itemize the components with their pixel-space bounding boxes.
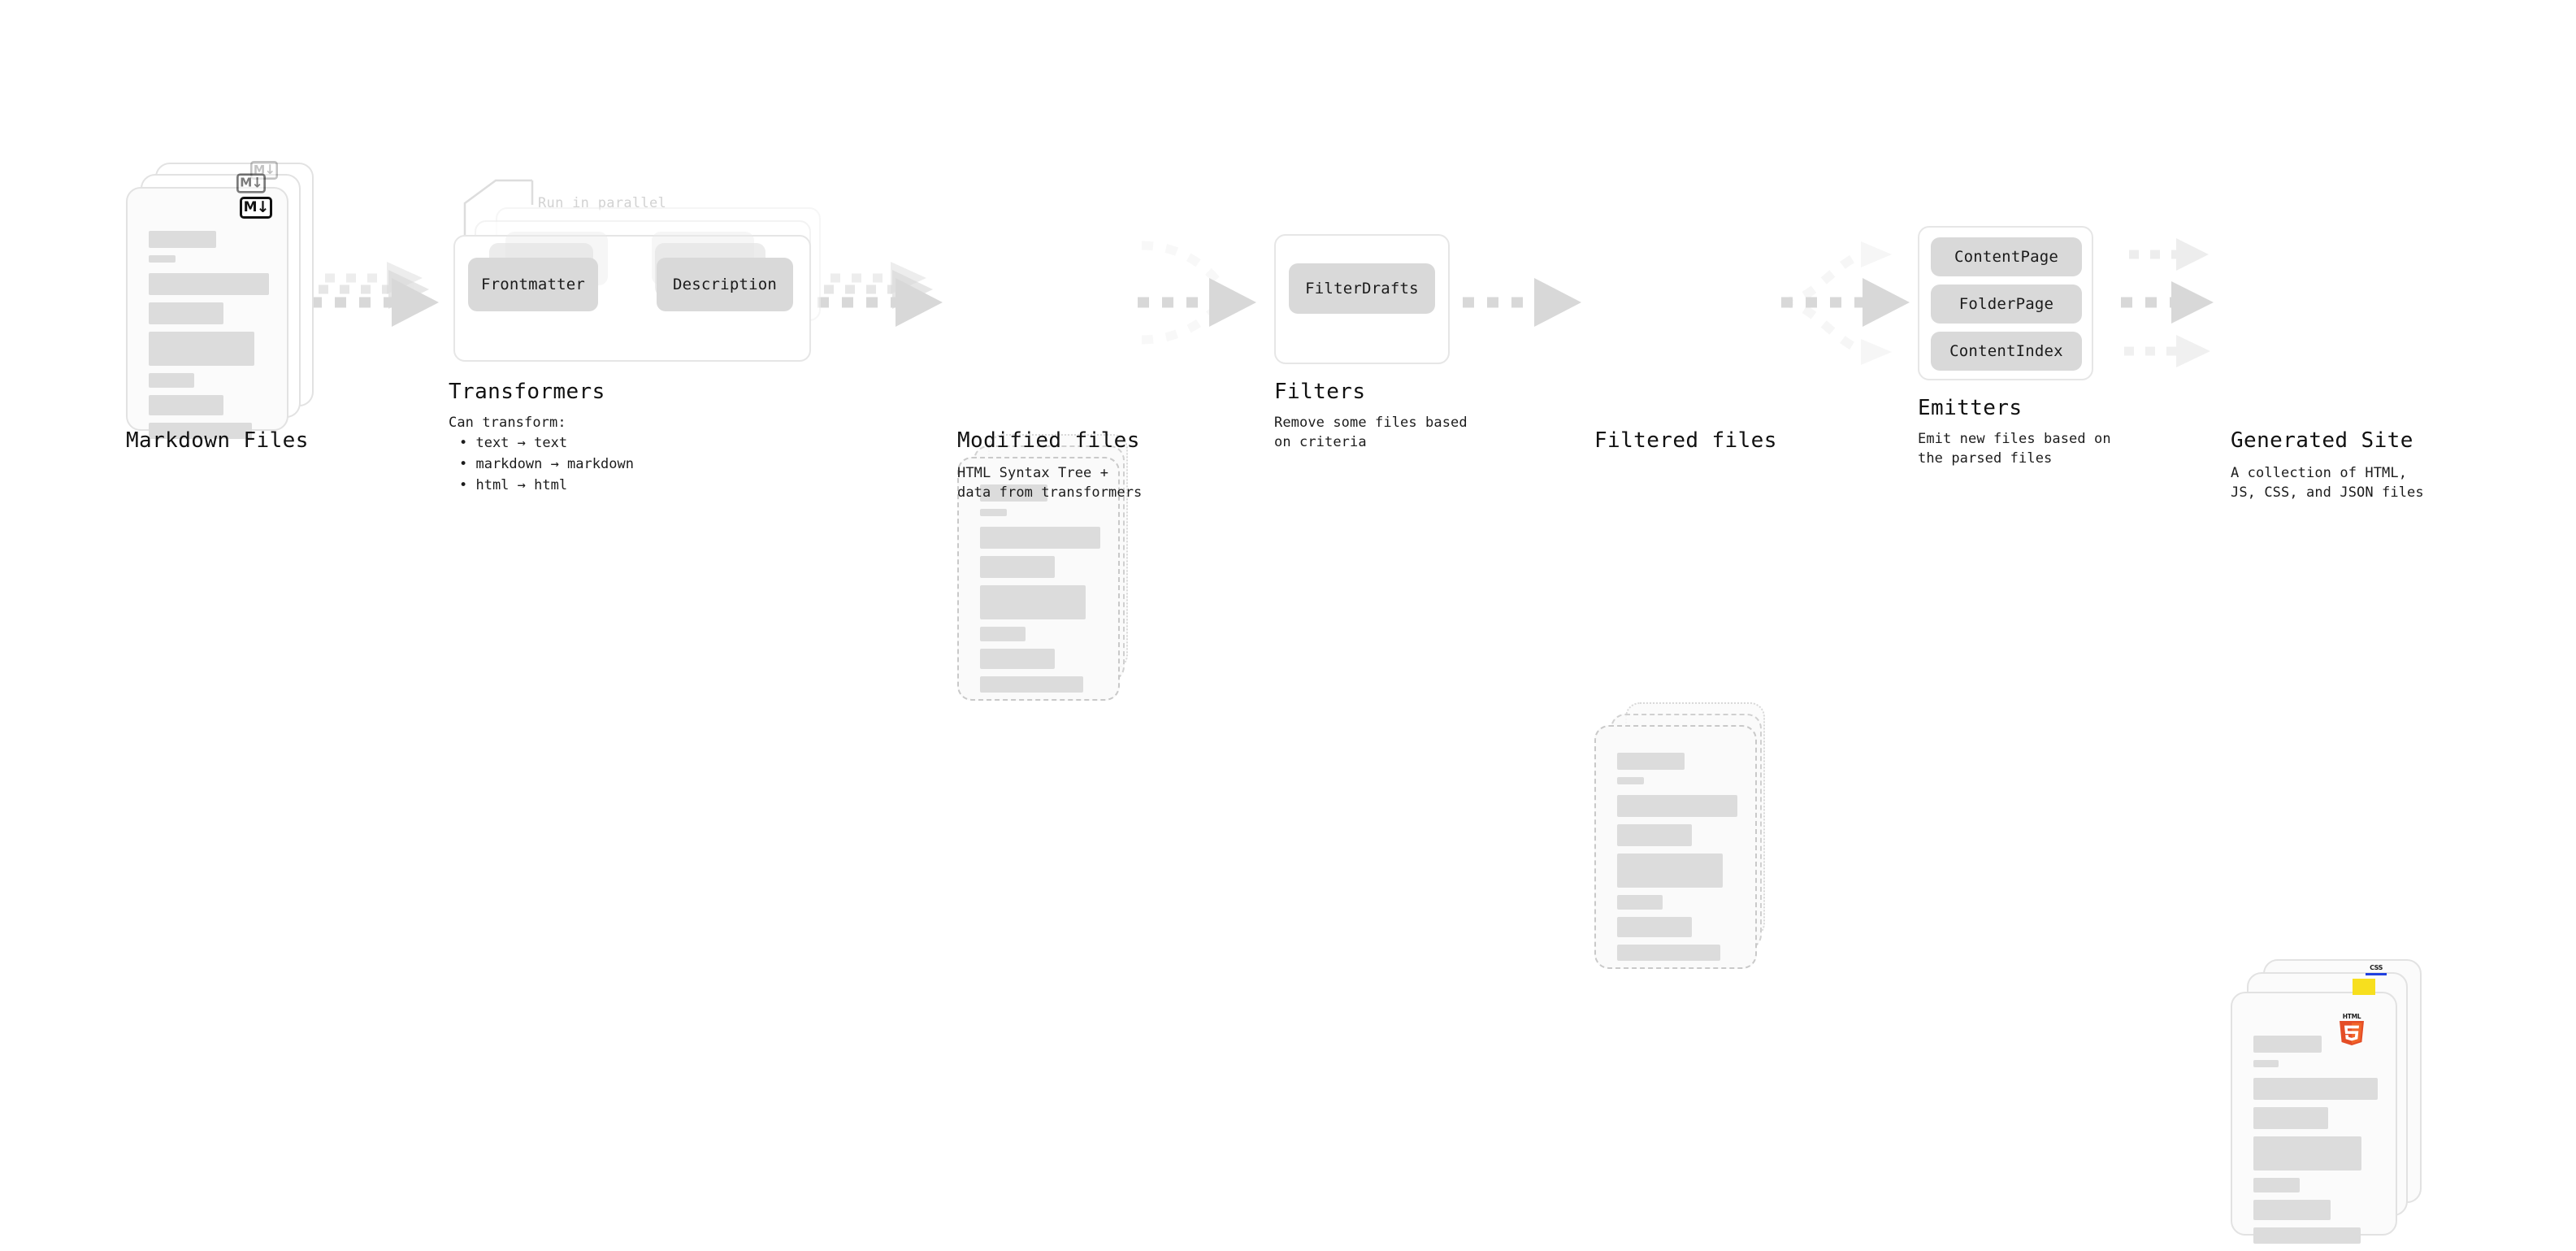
filtered-file-card-front: [1594, 725, 1757, 969]
transformer-chip-description[interactable]: Description: [657, 258, 793, 311]
stage-markdown-files: M↓ M↓ M↓: [126, 161, 317, 439]
stage-title-filters: Filters: [1274, 380, 1366, 404]
emitter-chip-contentpage[interactable]: ContentPage: [1931, 237, 2082, 276]
transformer-chip-label: Description: [672, 276, 778, 293]
markdown-icon-mid: M↓: [236, 173, 266, 193]
stage-subtitle-generated-site: A collection of HTML, JS, CSS, and JSON …: [2231, 465, 2424, 501]
document-content-placeholder: [980, 484, 1100, 700]
stage-title-generated-site: Generated Site: [2231, 428, 2413, 453]
connector-transformers-to-modified: [817, 262, 943, 327]
markdown-icon-arrow: ↓: [251, 175, 262, 191]
emitter-chip-contentindex[interactable]: ContentIndex: [1931, 332, 2082, 371]
emitter-chip-label: ContentIndex: [1949, 342, 2063, 360]
stage-transformers: Frontmatter Description: [447, 207, 829, 362]
html5-icon-shield: [2340, 1021, 2364, 1045]
stage-subtitle-emitters: Emit new files based on the parsed files: [1918, 431, 2111, 467]
css3-icon-underline: [2366, 973, 2387, 975]
css3-icon: CSS: [2365, 964, 2387, 977]
stage-subtitle-transformers: Can transform:: [449, 415, 566, 431]
stage-title-filtered-files: Filtered files: [1594, 428, 1777, 453]
stage-title-transformers: Transformers: [449, 380, 605, 404]
markdown-icon-letter: M: [243, 199, 258, 215]
document-content-placeholder: [149, 231, 269, 446]
html5-icon: HTML: [2338, 1013, 2366, 1045]
emitter-chip-label: ContentPage: [1954, 248, 2059, 266]
document-content-placeholder: [2253, 1036, 2378, 1251]
connector-filters-to-filtered: [1463, 278, 1581, 327]
connector-modified-to-filters: [1138, 241, 1256, 345]
stage-title-modified-files: Modified files: [957, 428, 1140, 453]
stage-title-emitters: Emitters: [1918, 396, 2023, 420]
markdown-icon-letter: M: [253, 163, 265, 177]
filter-chip-label: FilterDrafts: [1305, 280, 1419, 298]
stage-subtitle-modified-files: HTML Syntax Tree + data from transformer…: [957, 465, 1143, 501]
html5-icon-caption: HTML: [2342, 1013, 2361, 1020]
connector-md-to-transformers: [310, 262, 439, 327]
stage-title-markdown-files: Markdown Files: [126, 428, 309, 453]
emitter-chip-folderpage[interactable]: FolderPage: [1931, 285, 2082, 324]
transformers-bullet-1: • markdown → markdown: [459, 456, 634, 472]
emitter-chip-label: FolderPage: [1958, 295, 2054, 313]
generated-file-card-front: [2231, 992, 2397, 1244]
document-content-placeholder: [1617, 753, 1737, 968]
stage-emitters: ContentPage FolderPage ContentIndex: [1918, 226, 2105, 389]
filter-chip-filterdrafts[interactable]: FilterDrafts: [1289, 263, 1435, 314]
javascript-icon: [2353, 979, 2375, 995]
stage-filters: FilterDrafts: [1274, 234, 1453, 372]
markdown-icon-letter: M: [240, 176, 252, 191]
markdown-icon: M↓: [240, 197, 272, 219]
stage-filtered-files: [1594, 699, 1785, 969]
connector-emitters-to-site: [2121, 238, 2214, 367]
modified-file-card-front: [957, 457, 1120, 701]
stage-modified-files: [957, 431, 1148, 701]
transformer-chip-label: Frontmatter: [480, 276, 586, 293]
transformers-bullet-2: • html → html: [459, 477, 568, 493]
pipeline-diagram: M↓ M↓ M↓ Markdown Files Run in parallel …: [126, 161, 2424, 1244]
stage-subtitle-filters: Remove some files based on criteria: [1274, 415, 1468, 450]
transformer-chip-frontmatter[interactable]: Frontmatter: [468, 258, 598, 311]
stage-generated-site: CSS HTML: [2231, 959, 2434, 1244]
markdown-icon-arrow: ↓: [256, 198, 270, 216]
markdown-icon-arrow: ↓: [264, 162, 275, 178]
transformers-bullet-0: • text → text: [459, 435, 568, 451]
connector-filtered-to-emitters: [1780, 241, 1910, 365]
markdown-file-card-front: [126, 187, 288, 439]
css3-icon-label: CSS: [2370, 964, 2383, 971]
